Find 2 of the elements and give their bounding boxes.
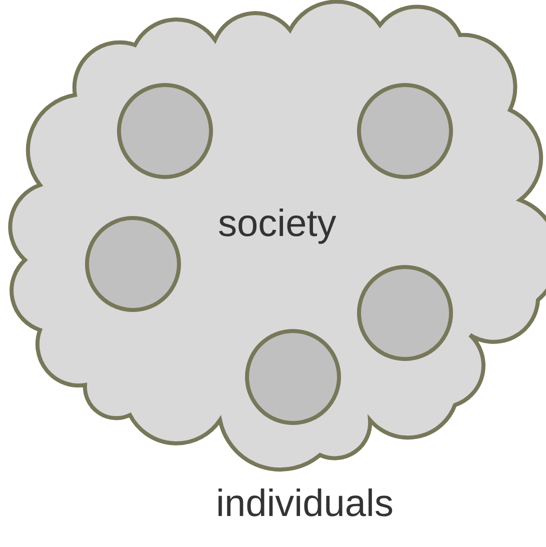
caption-label: individuals [216,483,394,526]
cloud-label: society [218,203,336,246]
